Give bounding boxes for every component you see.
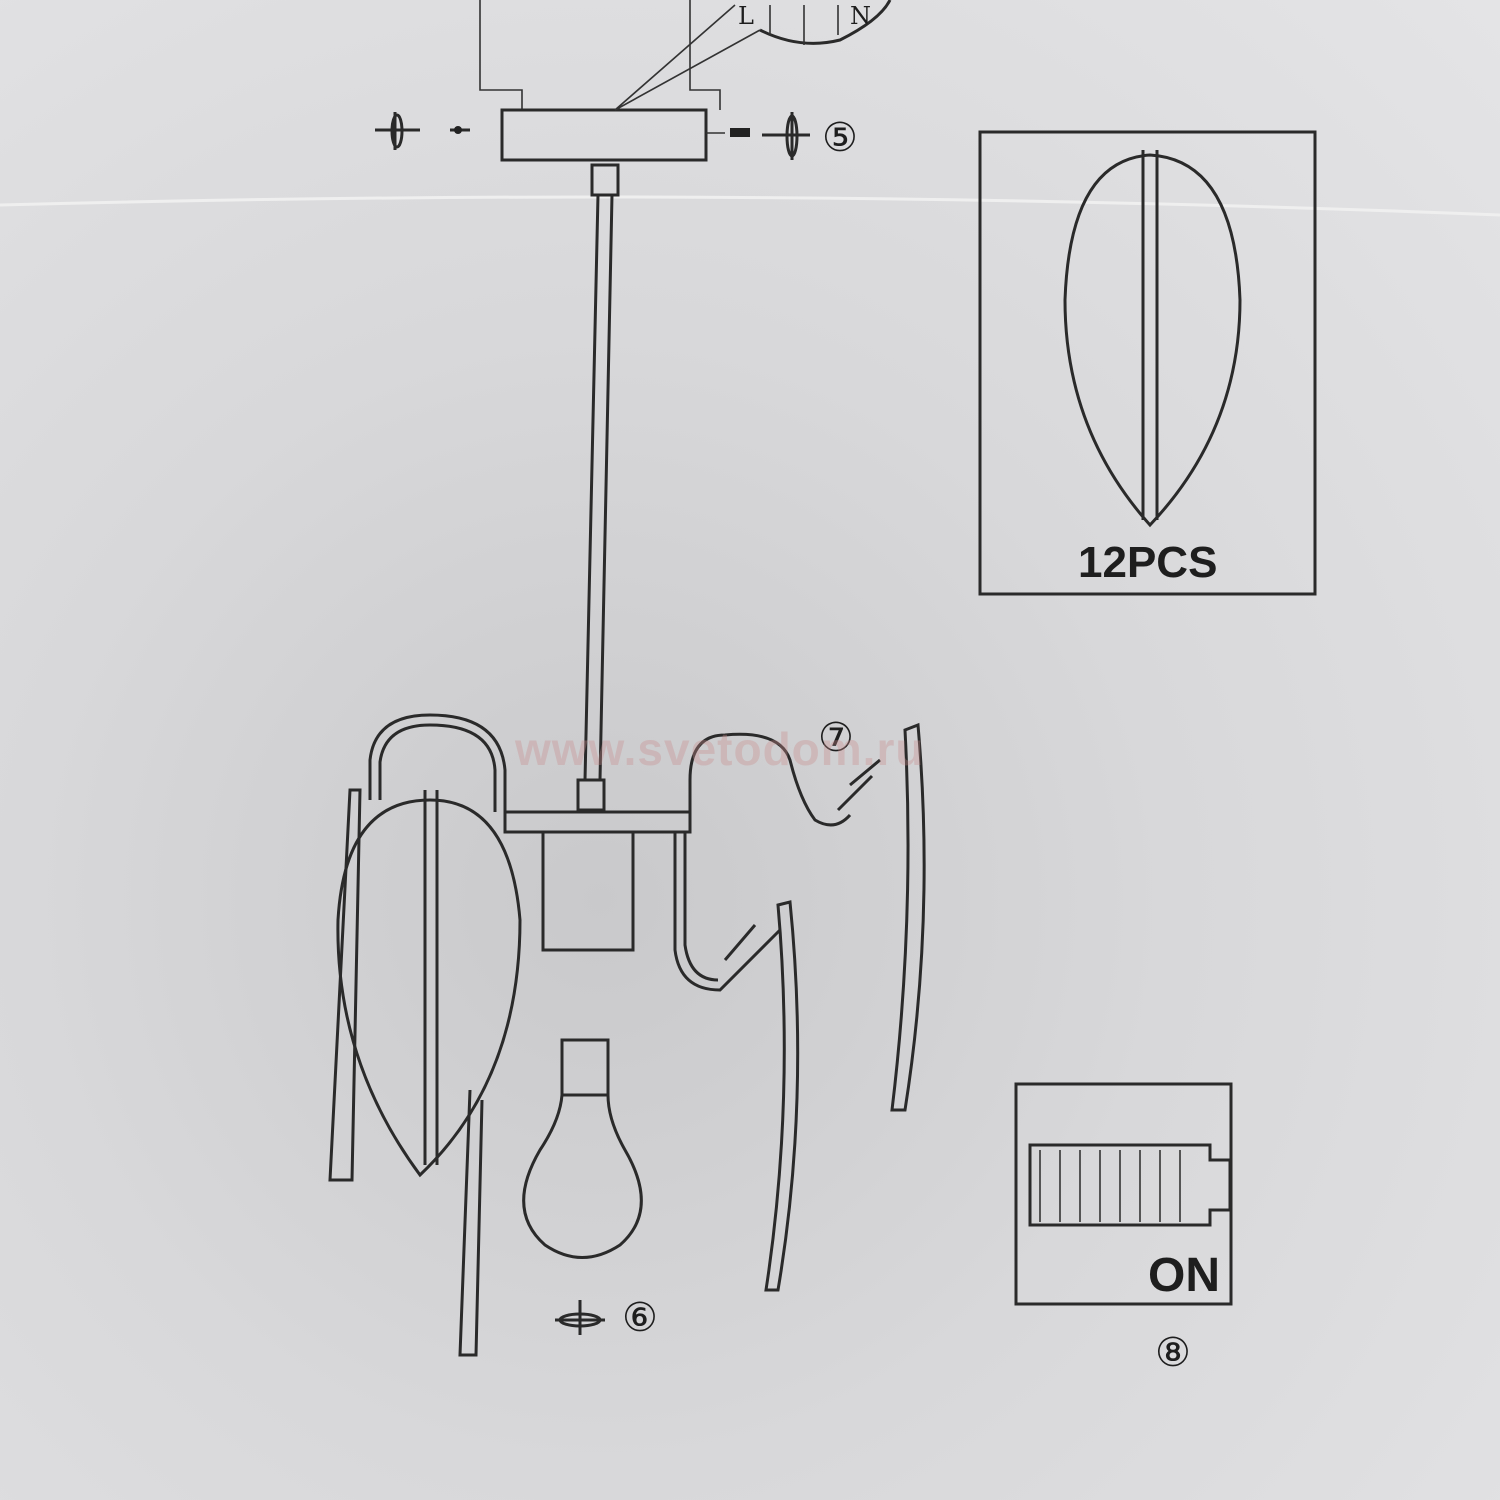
switch-state-label: ON	[1148, 1249, 1220, 1302]
step-8-marker: ⑧	[1155, 1330, 1191, 1376]
screw-left-icon	[375, 112, 470, 150]
down-rod	[576, 163, 620, 812]
quantity-label: 12PCS	[1078, 538, 1218, 587]
leaf-strip-right	[890, 722, 926, 1112]
light-bulb-icon	[522, 1038, 643, 1259]
step-6-marker: ⑥	[622, 1295, 658, 1341]
fixture-body	[368, 713, 852, 992]
insert-arrow-icon	[836, 758, 881, 812]
leaf-strip-middle	[764, 900, 800, 1292]
leaf-shade	[328, 788, 522, 1357]
live-wire-label: L	[738, 2, 754, 30]
neutral-wire-label: N	[850, 2, 871, 30]
step-7-marker: ⑦	[818, 715, 854, 761]
step-5-marker: ⑤	[822, 115, 858, 161]
twist-icon	[555, 1300, 605, 1335]
ceiling-canopy	[479, 0, 892, 162]
parts-box	[978, 130, 1317, 596]
paper-fold	[0, 195, 1500, 217]
terminal-block-icon	[1028, 1143, 1232, 1227]
watermark: www.svetodom.ru	[515, 723, 925, 775]
screw-right-icon	[706, 112, 810, 160]
leaf-shade-icon	[1063, 150, 1242, 528]
insert-arrow-icon	[723, 924, 757, 961]
